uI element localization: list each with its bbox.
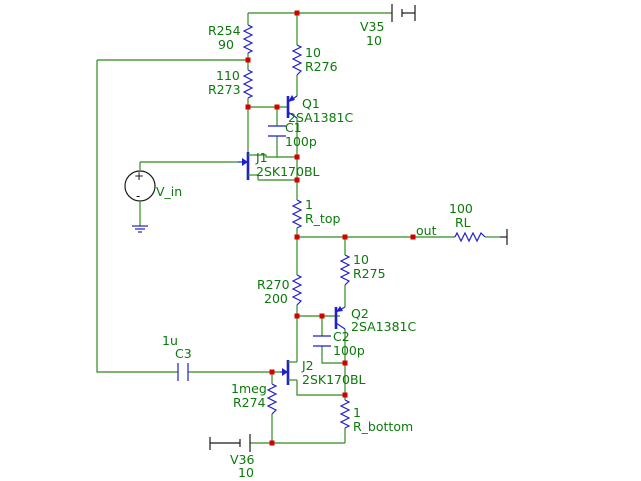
r254-value-label: 90 (218, 37, 234, 52)
r273-name-label: R273 (208, 82, 241, 97)
capacitor-c2[interactable] (313, 335, 331, 347)
r274-name-label: R274 (233, 395, 266, 410)
battery-v35[interactable] (391, 4, 416, 22)
r275-name-label: R275 (353, 266, 386, 281)
capacitor-c3[interactable] (177, 363, 189, 381)
v35-value-label: 10 (366, 33, 382, 48)
r276-value-label: 10 (305, 45, 321, 60)
v36-value-label: 10 (238, 465, 254, 480)
transistor-q2[interactable] (334, 306, 346, 330)
jfet-j1[interactable] (238, 152, 259, 180)
c3-name-label: C3 (175, 346, 192, 361)
j1-name-label: J1 (255, 150, 268, 165)
resistor-r270[interactable] (291, 274, 303, 306)
c2-name-label: C2 (333, 329, 350, 344)
r276-name-label: R276 (305, 59, 338, 74)
transistor-q1[interactable] (286, 95, 298, 119)
j2-part-label: 2SK170BL (302, 372, 366, 387)
v-in-name-label: V_in (156, 184, 182, 199)
jfet-j2[interactable] (280, 360, 297, 385)
resistor-r276[interactable] (291, 44, 303, 76)
j1-part-label: 2SK170BL (256, 164, 320, 179)
ground-rl (500, 229, 508, 245)
resistor-r-bottom[interactable] (339, 395, 351, 429)
battery-v36[interactable] (209, 434, 251, 452)
resistor-r273[interactable] (242, 69, 254, 99)
wires (96, 12, 500, 444)
c2-value-label: 100p (333, 343, 365, 358)
r270-value-label: 200 (264, 291, 288, 306)
v-in-minus-sign: - (136, 189, 140, 203)
resistor-r254[interactable] (242, 24, 254, 54)
q1-part-label: 2SA1381C (288, 110, 353, 125)
q2-part-label: 2SA1381C (351, 319, 416, 334)
r254-name-label: R254 (208, 23, 241, 38)
c1-value-label: 100p (285, 134, 317, 149)
resistor-r-top[interactable] (291, 199, 303, 229)
resistor-rl[interactable] (454, 231, 486, 243)
r-top-name-label: R_top (305, 211, 340, 226)
v35-name-label: V35 (360, 19, 384, 34)
r270-name-label: R270 (257, 277, 290, 292)
r-top-value-label: 1 (305, 197, 313, 212)
q1-name-label: Q1 (302, 96, 320, 111)
q2-name-label: Q2 (351, 306, 369, 321)
r273-value-label: 110 (216, 68, 240, 83)
out-net-label: out (416, 223, 437, 238)
v-in-plus-sign: + (134, 169, 144, 183)
rl-value-label: 100 (449, 201, 473, 216)
r274-value-label: 1meg (231, 381, 267, 396)
rl-name-label: RL (455, 215, 471, 230)
r275-value-label: 10 (353, 252, 369, 267)
resistor-r274[interactable] (266, 383, 278, 415)
c3-value-label: 1u (162, 333, 178, 348)
c1-name-label: C1 (285, 120, 302, 135)
r-bottom-value-label: 1 (353, 405, 361, 420)
ground-v-in (132, 225, 148, 233)
junction-dots (245, 10, 416, 446)
j2-name-label: J2 (301, 358, 314, 373)
capacitor-c1[interactable] (268, 125, 286, 137)
resistor-r275[interactable] (339, 254, 351, 286)
v36-name-label: V36 (230, 452, 255, 467)
voltage-source-v-in[interactable]: + - (124, 169, 156, 203)
r-bottom-name-label: R_bottom (353, 419, 413, 434)
